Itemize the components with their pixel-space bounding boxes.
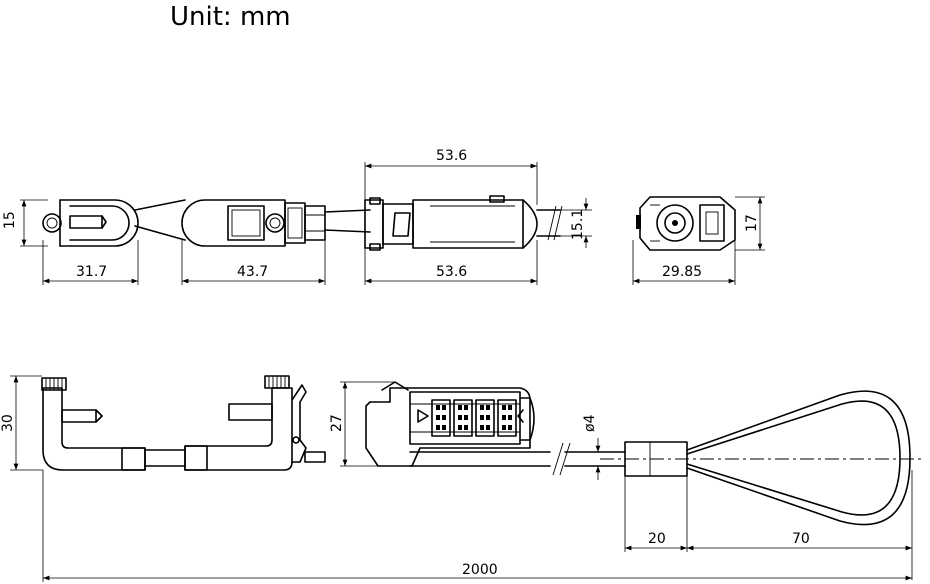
- dim-label: 27: [329, 414, 345, 432]
- side-bracket-2: [184, 375, 326, 471]
- cable-loop: [600, 390, 925, 526]
- top-view: 15 31.7 43.7 53.6 53.6: [2, 148, 765, 285]
- dial-2: [453, 399, 473, 437]
- top-dimensions: 15 31.7 43.7 53.6 53.6: [2, 148, 765, 285]
- unit-label: Unit: mm: [170, 2, 291, 32]
- dim-label: 30: [0, 414, 16, 432]
- lock-top-view: [364, 195, 563, 251]
- dim-label: 20: [648, 531, 666, 547]
- side-dimensions: 30 27 ø4 20 70 2000: [0, 375, 913, 582]
- bracket-part-2: [181, 199, 326, 247]
- dim-label: 29.85: [662, 264, 702, 280]
- dial-3: [475, 399, 495, 437]
- dial-1: [431, 399, 451, 437]
- dim-label: 43.7: [237, 264, 268, 280]
- dim-label: 31.7: [76, 264, 107, 280]
- dim-label: 17: [744, 214, 760, 232]
- dim-label: 53.6: [436, 148, 467, 164]
- lock-end-view: [636, 196, 736, 251]
- dim-label: 15: [2, 211, 18, 229]
- dial-4: [497, 399, 517, 437]
- side-bracket-1: [41, 377, 146, 471]
- dim-label: ø4: [582, 414, 598, 432]
- dim-label: 70: [792, 531, 810, 547]
- side-view: 30 27 ø4 20 70 2000: [0, 375, 925, 582]
- dim-label: 15.1: [570, 209, 586, 240]
- combination-lock: [365, 381, 535, 467]
- dim-label: 53.6: [436, 264, 467, 280]
- bracket-part-1: [42, 199, 139, 247]
- dim-label: 2000: [462, 562, 498, 578]
